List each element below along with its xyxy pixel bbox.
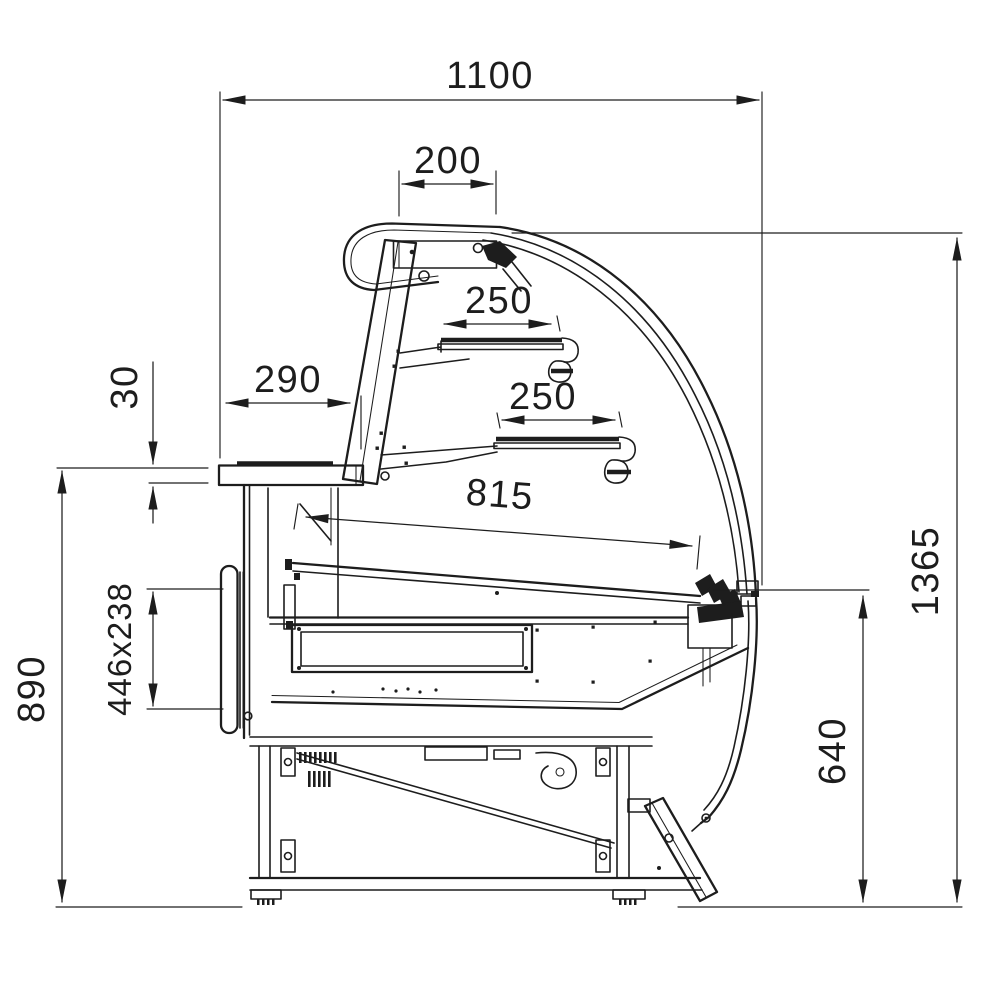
dimension-640: 640 [713,589,870,903]
bumper-rail [219,564,239,735]
dimensions: 1100 200 250 250 290 [11,55,963,908]
dimension-label-deck-depth: 815 [464,472,535,519]
display-deck [285,559,744,687]
dimension-250-lower: 250 [496,376,623,429]
upper-shelf [399,337,579,383]
lamp-icon [482,241,517,268]
left-wall-and-bumper [219,483,253,740]
dimension-label-glass-end-height: 640 [812,717,854,785]
dimension-890: 890 [11,470,243,908]
dimension-446x238: 446x238 [101,582,224,716]
front-lower-panel [691,596,758,832]
dimension-label-counter-height: 890 [11,655,53,723]
counter-shelf [217,461,365,487]
dimension-1365: 1365 [511,232,963,908]
compressor-pipes [424,746,577,790]
dimension-815: 815 [293,472,701,570]
left-foot [250,889,282,905]
well-and-drawer [267,487,750,711]
dimension-30: 30 [56,361,209,524]
back-post [341,238,430,486]
dimension-250-upper: 250 [443,280,561,332]
air-duct [283,487,339,630]
dimension-label-upper-shelf: 250 [465,280,533,322]
canopy [342,222,532,292]
dimension-label-canopy-width: 200 [414,140,482,182]
lower-shelf [380,436,636,484]
diagonal-brace [296,752,615,849]
dimension-label-bumper-size: 446x238 [101,582,138,716]
kick-panel [627,796,719,903]
dimension-290: 290 [225,359,362,450]
front-glass-curve [482,225,759,607]
dimension-200: 200 [398,140,497,217]
base-frame [248,736,719,905]
dimension-label-counter-depth: 290 [254,359,322,401]
dimension-label-total-height: 1365 [905,526,947,617]
terminal-blocks [299,752,337,787]
dimension-label-lower-shelf: 250 [509,376,577,418]
right-foot [612,889,646,905]
display-case-outline [217,222,759,905]
dimension-label-counter-thickness: 30 [104,364,146,409]
dimension-1100: 1100 [219,55,763,586]
dimension-label-total-depth: 1100 [446,55,534,97]
